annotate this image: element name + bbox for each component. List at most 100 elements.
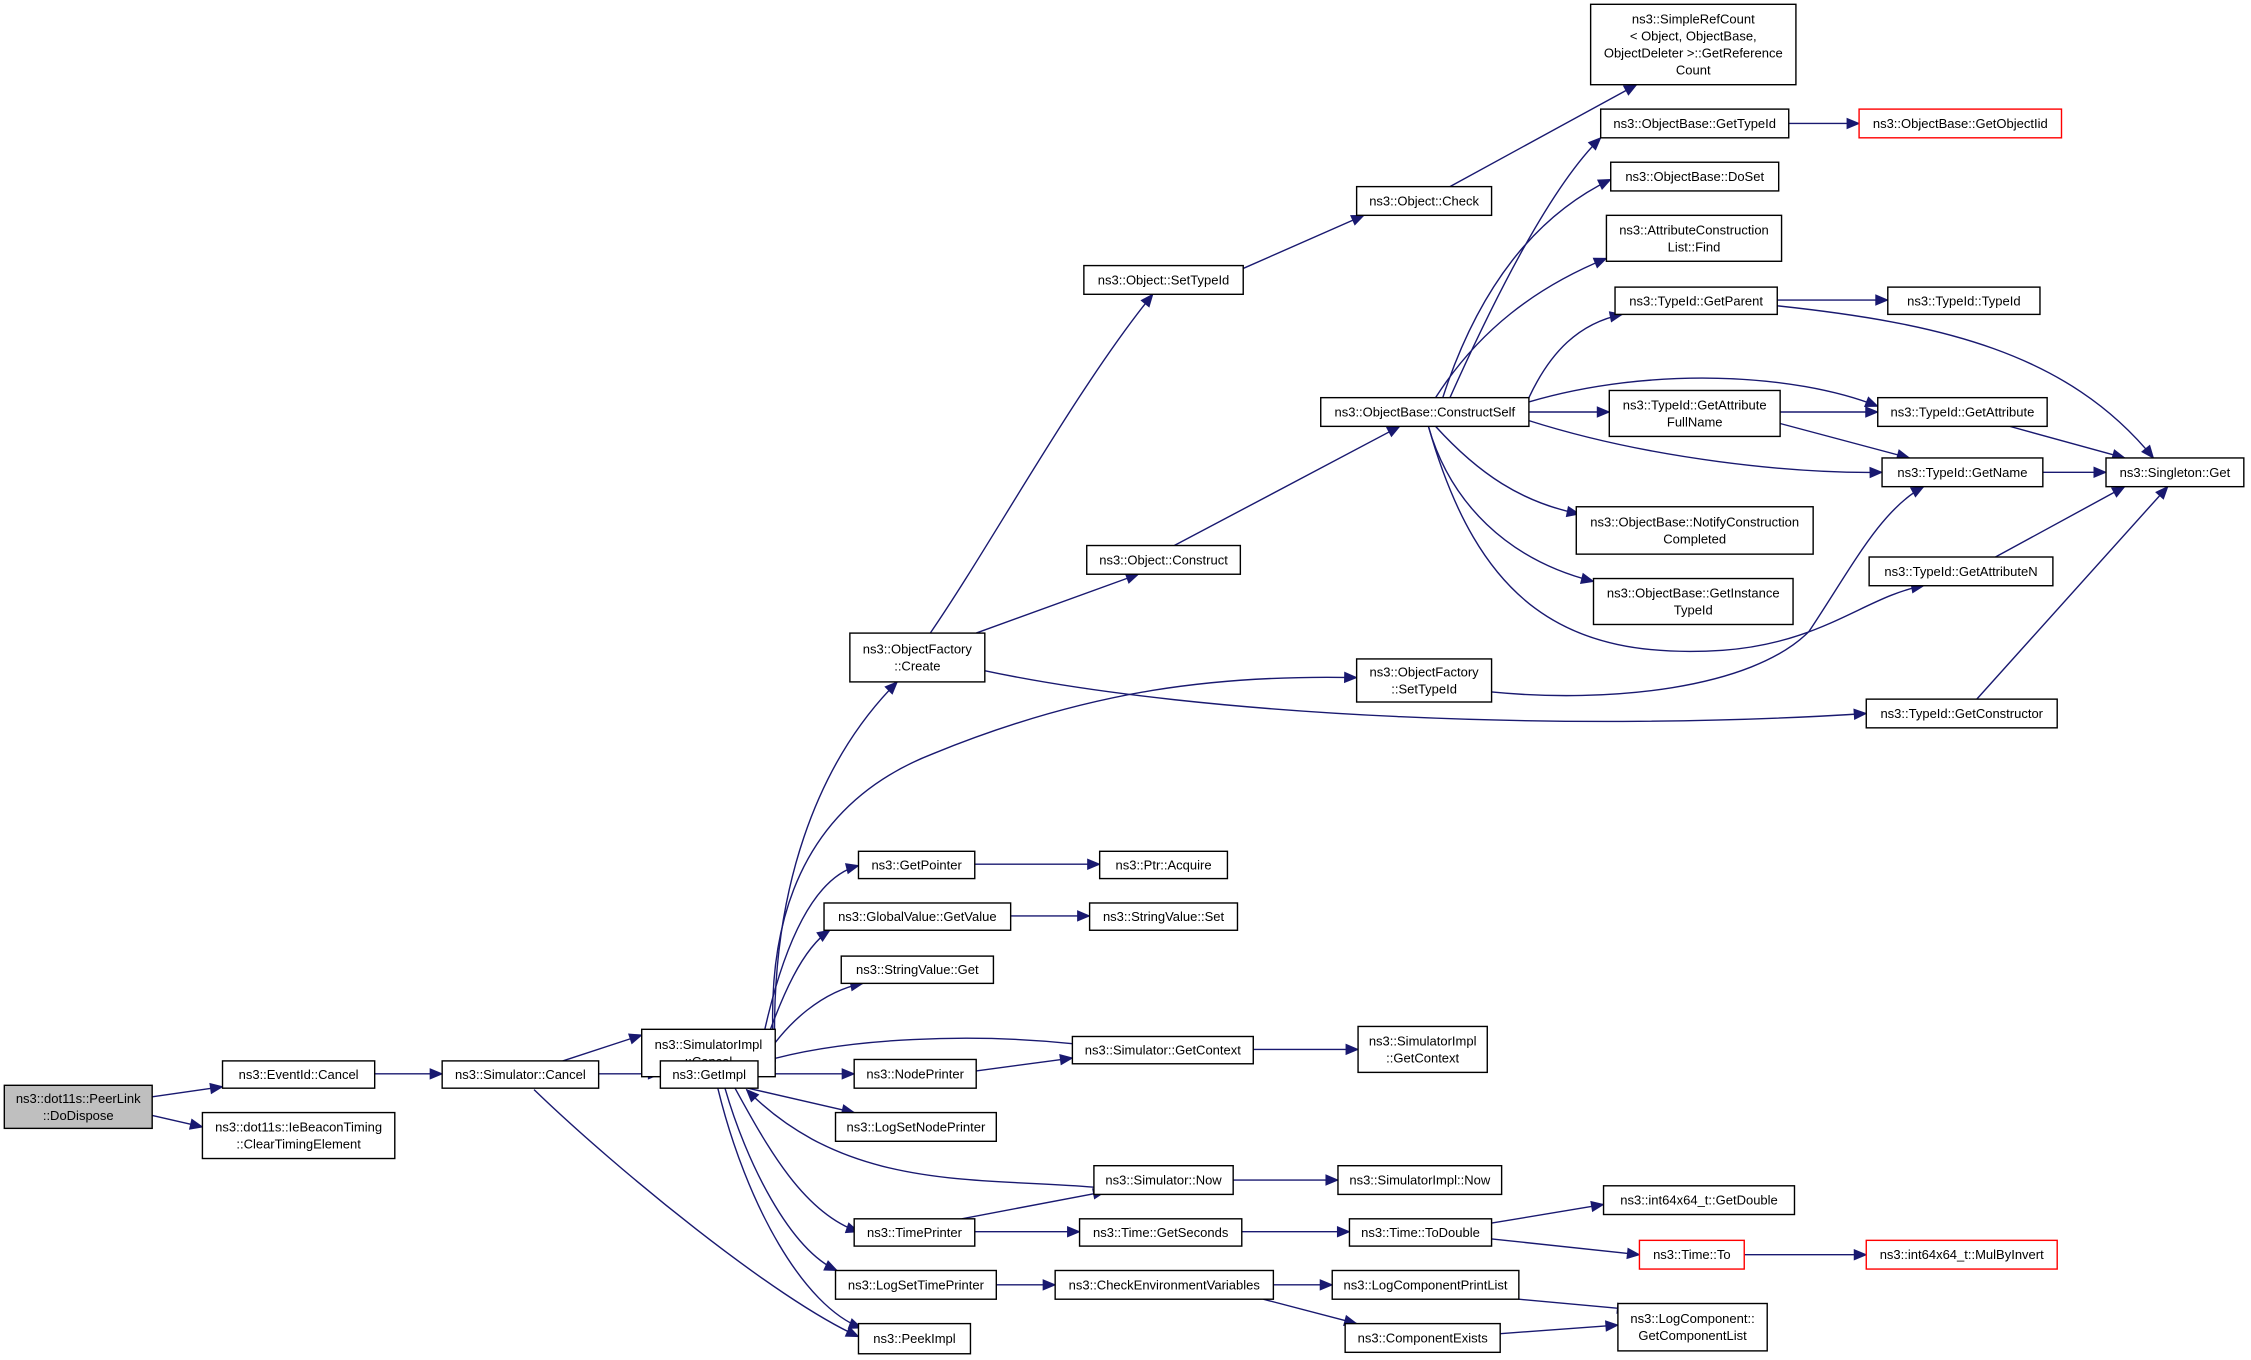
node-label-line: ns3::int64x64_t::MulByInvert <box>1880 1247 2044 1262</box>
node-n13[interactable]: ns3::TimePrinter <box>853 1218 976 1247</box>
arrowhead-n21-n29 <box>1864 396 1879 408</box>
node-box <box>1344 1322 1501 1354</box>
node-n45[interactable]: ns3::int64x64_t::MulByInvert <box>1865 1239 2058 1270</box>
node-box <box>1320 396 1530 428</box>
node-n14[interactable]: ns3::LogSetTimePrinter <box>834 1269 997 1300</box>
node-label-line: ns3::Simulator::GetContext <box>1085 1043 1241 1058</box>
arrowhead-n26-n31 <box>2141 444 2155 459</box>
node-box <box>1331 1269 1520 1300</box>
node-box <box>857 850 976 880</box>
node-n36[interactable]: ns3::StringValue::Set <box>1088 902 1239 931</box>
node-n9[interactable]: ns3::GlobalValue::GetValue <box>823 902 1012 931</box>
edge-n21-n26 <box>1528 313 1623 398</box>
node-n47[interactable]: ns3::LogComponentPrintList <box>1331 1269 1520 1300</box>
node-n37[interactable]: ns3::Simulator::GetContext <box>1071 1035 1254 1065</box>
node-n19[interactable]: ns3::Object::Check <box>1355 185 1493 217</box>
node-label-line: ns3::Object::Check <box>1369 193 1479 208</box>
node-label-line: Completed <box>1663 531 1726 546</box>
arrowhead-n21-n24 <box>1596 178 1612 191</box>
edge-n5-n8 <box>757 864 859 1063</box>
node-n22[interactable]: ns3::ObjectBase::GetTypeId <box>1599 108 1790 139</box>
node-n18[interactable]: ns3::TypeId::GetConstructor <box>1865 698 2058 729</box>
node-n11[interactable]: ns3::NodePrinter <box>853 1058 977 1089</box>
arrowhead-n48-n49 <box>1605 1320 1620 1332</box>
node-n12[interactable]: ns3::LogSetNodePrinter <box>834 1111 997 1142</box>
node-n40[interactable]: ns3::SimulatorImpl::Now <box>1337 1164 1503 1196</box>
node-label-line: ns3::ObjectBase::ConstructSelf <box>1334 405 1515 420</box>
node-n6[interactable]: ns3::PeekImpl <box>857 1322 972 1355</box>
node-label-line: ::SetTypeId <box>1391 681 1457 696</box>
edge-n29-n31 <box>2009 425 2125 459</box>
node-n39[interactable]: ns3::Simulator::Now <box>1093 1164 1234 1196</box>
node-n7[interactable]: ns3::ObjectFactory::Create <box>849 632 986 683</box>
node-label-line: ns3::Time::ToDouble <box>1361 1225 1480 1240</box>
edge-n21-n24 <box>1442 178 1612 398</box>
node-n34[interactable]: ns3::TypeId::GetAttributeN <box>1868 556 2054 587</box>
edge-n3-n4 <box>562 1034 642 1062</box>
arrowhead-n39-n5 <box>745 1088 760 1103</box>
node-box <box>1093 1164 1234 1196</box>
node-n15[interactable]: ns3::Object::SetTypeId <box>1083 264 1244 295</box>
node-n38[interactable]: ns3::SimulatorImpl::GetContext <box>1357 1025 1488 1074</box>
node-box <box>1868 556 2054 587</box>
node-label-line: ns3::Time::GetSeconds <box>1093 1225 1229 1240</box>
arrowhead-n22-n23 <box>1846 117 1861 130</box>
node-box <box>1348 1218 1493 1247</box>
node-n30[interactable]: ns3::TypeId::GetName <box>1881 457 2044 488</box>
node-n2[interactable]: ns3::dot11s::IeBeaconTiming::ClearTiming… <box>201 1111 396 1160</box>
node-label-line: ns3::LogSetNodePrinter <box>847 1119 986 1134</box>
node-n10[interactable]: ns3::StringValue::Get <box>840 955 995 985</box>
node-label-line: ns3::GlobalValue::GetValue <box>838 909 997 924</box>
node-n17[interactable]: ns3::ObjectFactory::SetTypeId <box>1355 658 1493 703</box>
node-n32[interactable]: ns3::ObjectBase::NotifyConstructionCompl… <box>1575 506 1814 555</box>
node-n5[interactable]: ns3::GetImpl <box>659 1060 759 1089</box>
arrowhead-n30-n31 <box>2093 466 2108 479</box>
node-n16[interactable]: ns3::Object::Construct <box>1086 544 1242 575</box>
arrowhead-n21-n28 <box>1596 406 1611 418</box>
node-label-line: ns3::dot11s::IeBeaconTiming <box>215 1120 382 1135</box>
node-n24[interactable]: ns3::ObjectBase::DoSet <box>1610 161 1780 192</box>
node-n49[interactable]: ns3::LogComponent::GetComponentList <box>1617 1302 1768 1352</box>
node-box <box>834 1269 997 1300</box>
node-n46[interactable]: ns3::CheckEnvironmentVariables <box>1054 1269 1275 1300</box>
node-n44[interactable]: ns3::Time::To <box>1638 1239 1745 1270</box>
arrowhead-n15-n19 <box>1350 214 1365 226</box>
node-box <box>1881 457 2044 488</box>
node-label-line: ns3::LogComponent:: <box>1630 1311 1754 1326</box>
node-n27[interactable]: ns3::TypeId::TypeId <box>1887 286 2041 316</box>
node-n3[interactable]: ns3::Simulator::Cancel <box>441 1060 600 1089</box>
edge-n11-n37 <box>976 1057 1073 1072</box>
node-label-line: ns3::TypeId::GetConstructor <box>1880 706 2043 721</box>
node-layer: ns3::dot11s::PeerLink::DoDispose ns3::Eve… <box>3 3 2245 1355</box>
node-box <box>1602 1185 1796 1216</box>
node-n31[interactable]: ns3::Singleton::Get <box>2105 457 2245 488</box>
node-n42[interactable]: ns3::Time::ToDouble <box>1348 1218 1493 1247</box>
arrowhead-n5-n7 <box>884 680 899 695</box>
edge-n21-n32 <box>1435 425 1580 515</box>
node-n26[interactable]: ns3::TypeId::GetParent <box>1614 286 1778 316</box>
node-n20[interactable]: ns3::SimpleRefCount< Object, ObjectBase,… <box>1589 3 1797 86</box>
node-n21[interactable]: ns3::ObjectBase::ConstructSelf <box>1320 396 1530 428</box>
node-n0[interactable]: ns3::dot11s::PeerLink::DoDispose <box>3 1084 153 1130</box>
node-label-line: Count <box>1676 63 1711 78</box>
node-box <box>1086 544 1242 575</box>
node-n1[interactable]: ns3::EventId::Cancel <box>221 1060 376 1089</box>
node-box <box>853 1218 976 1247</box>
node-box <box>840 955 995 985</box>
node-n43[interactable]: ns3::int64x64_t::GetDouble <box>1602 1185 1796 1216</box>
edge-n5-n14 <box>724 1087 838 1272</box>
node-n23[interactable]: ns3::ObjectBase::GetObjectIid <box>1858 108 2063 139</box>
node-n29[interactable]: ns3::TypeId::GetAttribute <box>1877 396 2048 428</box>
node-n48[interactable]: ns3::ComponentExists <box>1344 1322 1501 1354</box>
node-label-line: ns3::SimulatorImpl::Now <box>1349 1173 1490 1188</box>
arrowhead-n21-n33 <box>1579 572 1595 584</box>
node-n41[interactable]: ns3::Time::GetSeconds <box>1078 1218 1243 1247</box>
node-n35[interactable]: ns3::Ptr::Acquire <box>1098 850 1229 880</box>
node-label-line: ns3::Singleton::Get <box>2120 465 2231 480</box>
edge-n39-n5 <box>746 1089 1094 1188</box>
node-label-line: ns3::TimePrinter <box>867 1225 963 1240</box>
node-n8[interactable]: ns3::GetPointer <box>857 850 976 880</box>
